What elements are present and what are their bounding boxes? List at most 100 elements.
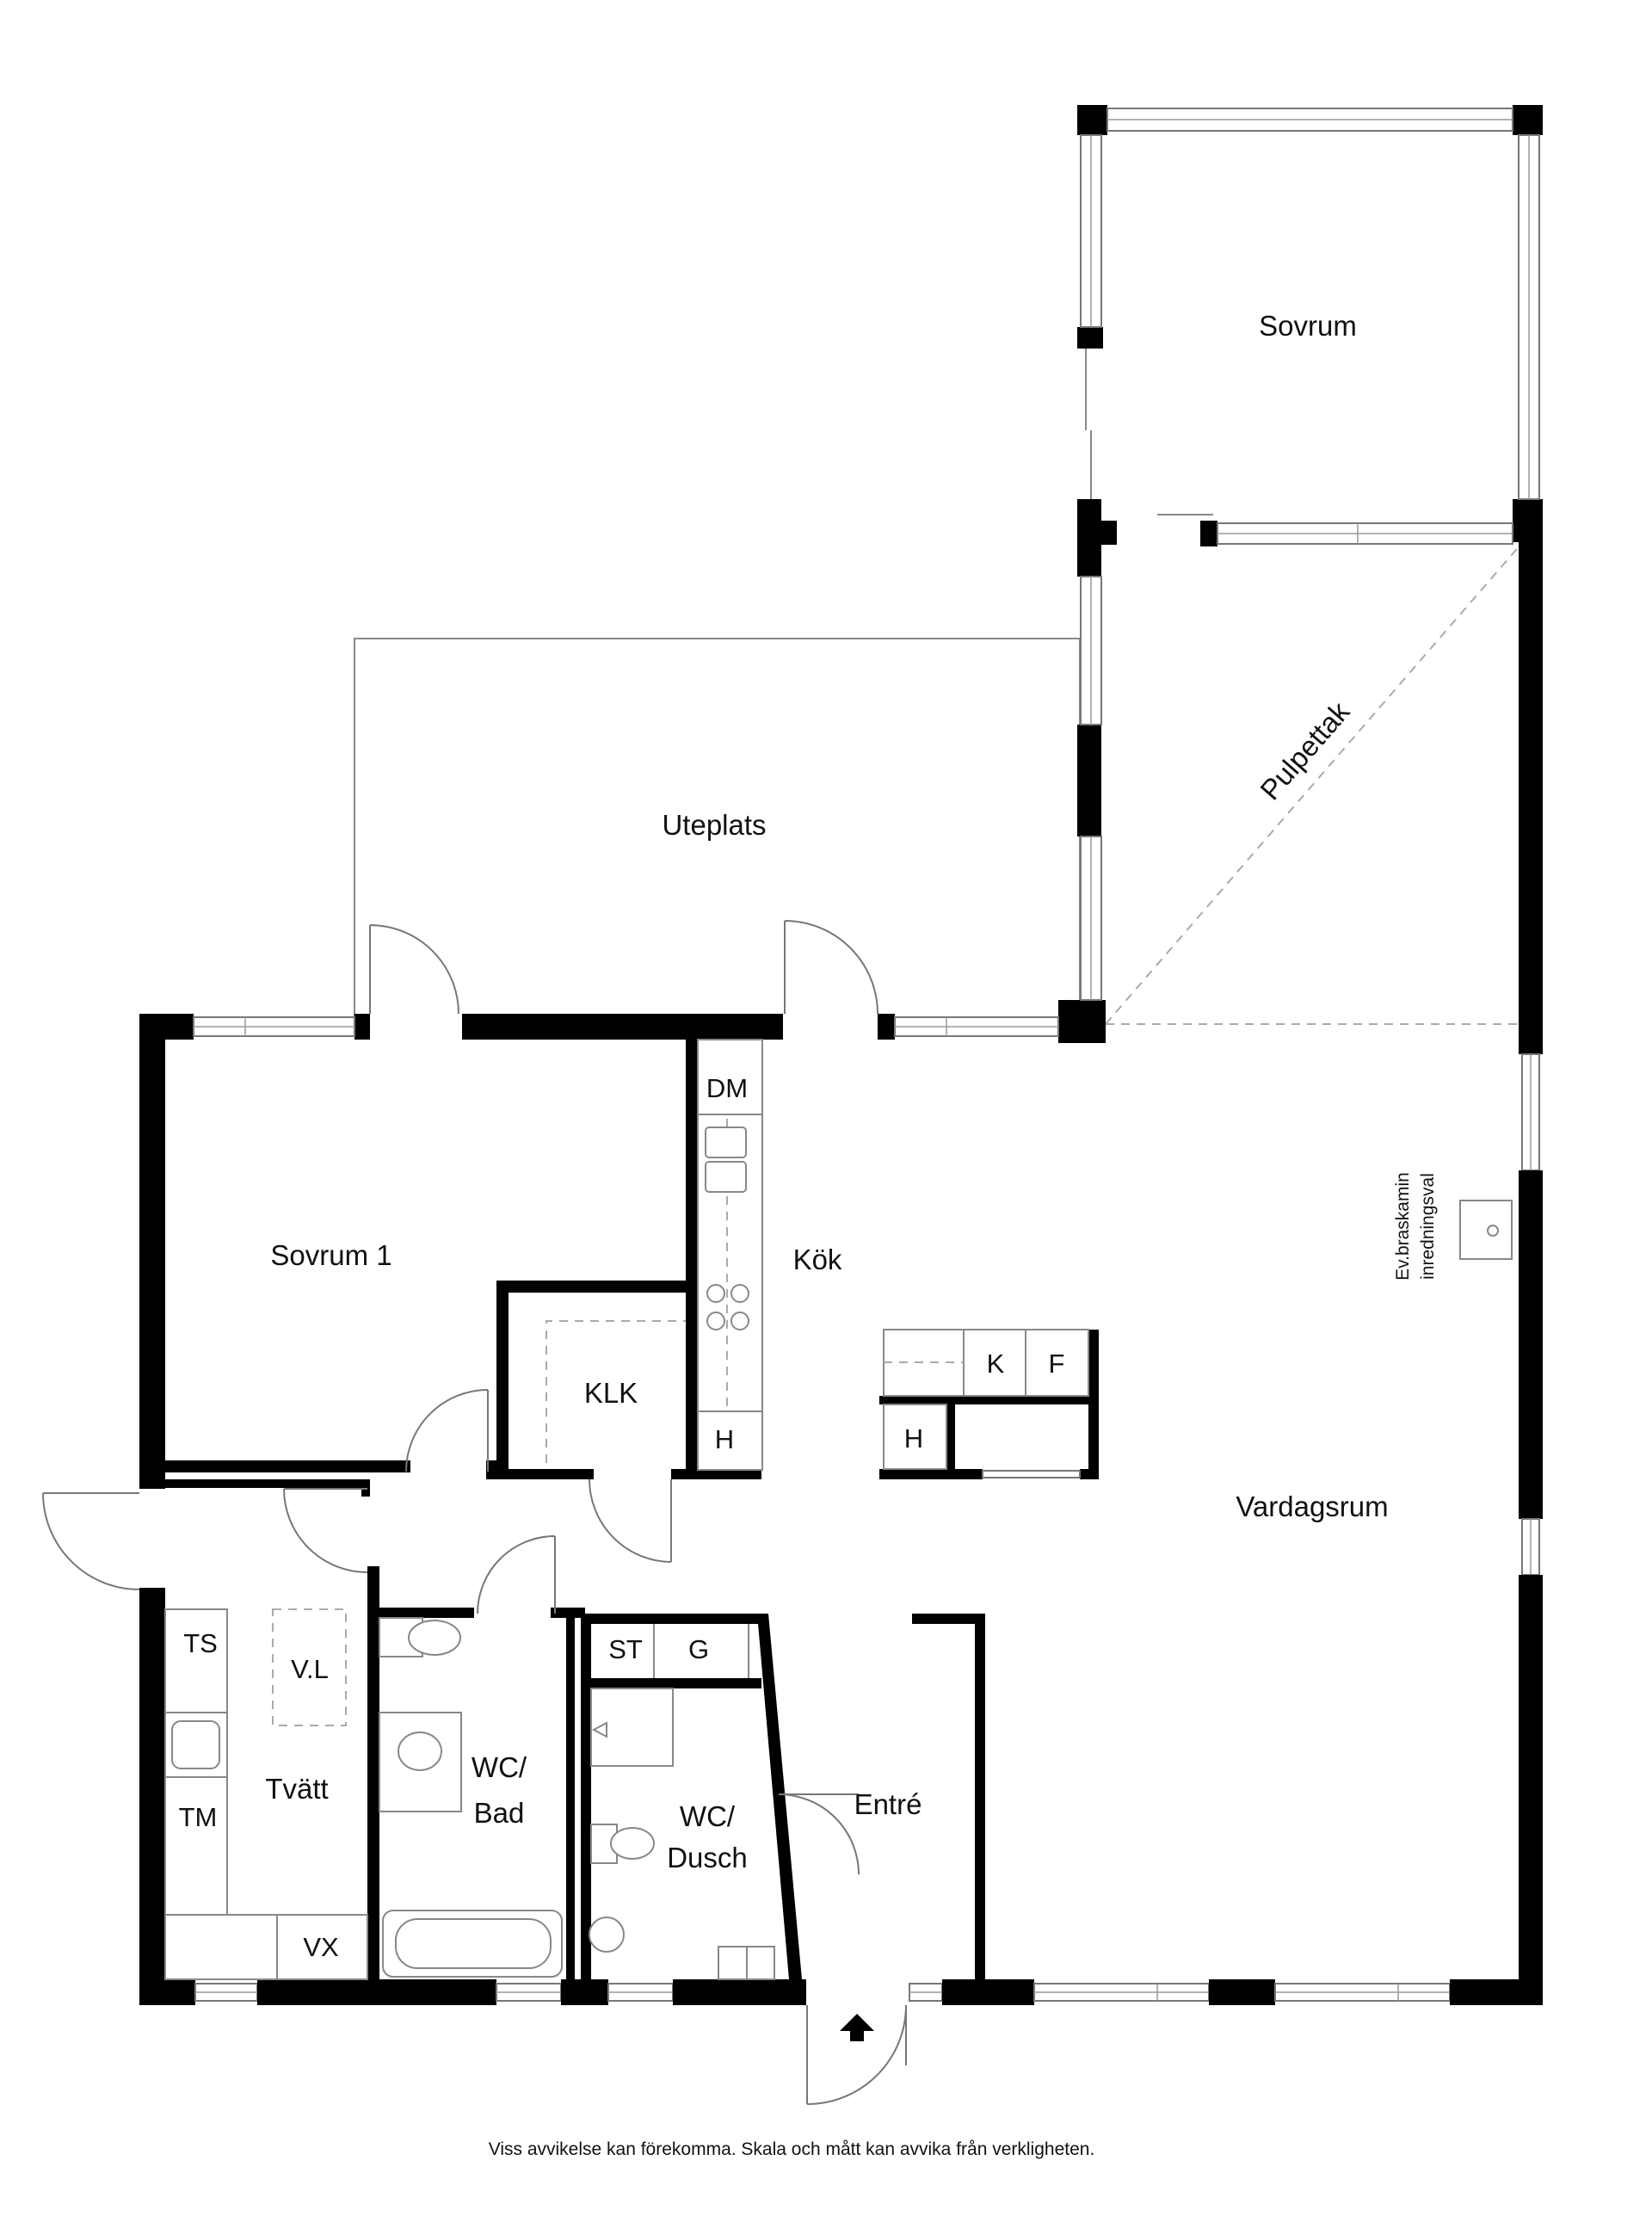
door-swing [283,1488,368,1573]
wall-segment [165,1479,367,1488]
door-swing [477,1535,556,1614]
wall-segment [496,1281,686,1293]
wall-segment [1450,1979,1543,2005]
shower-area [590,1688,674,1767]
wall-segment [879,1396,1099,1404]
wall-segment [975,1614,985,1979]
washbasin-icon [171,1720,220,1769]
wall-segment [581,1678,761,1688]
wall-segment [551,1608,585,1618]
wall-segment [496,1281,509,1472]
wall-segment [462,1014,783,1040]
fixtures [164,1039,1513,1980]
room-label-tvatt: Tvätt [265,1773,328,1805]
kitchen-counter [697,1039,763,1471]
wall-segment [1209,1979,1275,2005]
shower-drain-icon [591,1721,607,1738]
wall-segment [1077,327,1103,349]
wall-segment [566,1618,575,1984]
room-label-wc-bad-2: Bad [474,1797,525,1829]
label-f: F [1049,1349,1065,1379]
island-cabinet [883,1404,947,1470]
laundry-bottom-counter [164,1914,368,1980]
stove-burner-icon [706,1312,725,1330]
fireplace-icon [1459,1200,1513,1260]
room-label-pulpettak: Pulpettak [1254,695,1356,806]
fixture-labels: DM H K F H TS V.L TM VX ST G [179,1073,1065,1962]
label-dm: DM [706,1073,748,1103]
label-k: K [987,1349,1005,1379]
room-label-wc-bad-1: WC/ [472,1751,527,1783]
label-ts: TS [183,1628,218,1658]
wall-corner [1077,105,1107,135]
wall-segment [879,1469,983,1479]
toilet-icon [610,1827,655,1860]
wall-segment [165,1460,410,1472]
label-tm: TM [179,1802,218,1832]
wall-segment [379,1608,474,1618]
entrance-arrow-icon [840,2014,874,2041]
wall-segment [139,1014,165,1489]
wall-segment [1101,521,1117,545]
door-swing [405,1389,489,1472]
wall-corner [1058,1000,1106,1043]
room-label-vardagsrum: Vardagsrum [1236,1491,1388,1522]
room-label-sovrum-1: Sovrum 1 [270,1239,391,1271]
wall-segment [673,1979,806,2005]
wall-segment [581,1614,761,1624]
pulpettak-diagonal [1105,543,1522,1025]
wall-segment [1077,725,1101,836]
stove-burner-icon [730,1312,749,1330]
wall-segment [1519,1170,1543,1519]
wall-segment [1200,521,1217,546]
room-label-entre: Entré [854,1788,922,1820]
wall-segment [942,1979,1034,2005]
wall-segment [671,1469,761,1479]
label-h-kitchen: H [715,1424,734,1454]
wall-segment [878,1014,895,1040]
wall-segment [486,1469,594,1479]
wall-segment [1519,542,1543,1054]
wall-segment [581,1614,591,1979]
notes: Ev.braskamin inredningsval [1393,1172,1438,1281]
label-vx: VX [303,1932,339,1962]
note-braskamin-1: Ev.braskamin [1393,1172,1413,1281]
washbasin-icon [589,1917,625,1953]
wall-segment [139,1588,165,2005]
door-swing [589,1478,672,1563]
wall-segment [946,1404,955,1472]
door-swing [369,924,459,1015]
room-label-wc-dusch-2: Dusch [667,1842,748,1873]
window [982,1470,1081,1478]
room-label-klk: KLK [584,1377,638,1409]
toilet-icon [408,1620,461,1656]
room-label-sovrum: Sovrum [1259,310,1357,342]
annex-walls [1058,105,1543,1043]
doors [42,920,907,2105]
wall-segment [1519,1575,1543,2005]
wall-segment [1077,499,1101,577]
wall-segment [686,1040,698,1472]
sink-icon [705,1161,747,1193]
wall-segment [354,1014,370,1040]
disclaimer-footer: Viss avvikelse kan förekomma. Skala och … [489,2139,1095,2159]
note-braskamin-2: inredningsval [1418,1173,1438,1280]
wall-corner [1513,105,1543,135]
wall-segment [912,1614,985,1624]
washbasin-icon [398,1731,442,1771]
stove-burner-icon [730,1284,749,1303]
door-swing [784,920,878,1015]
door-swing [42,1492,140,1590]
label-st: ST [608,1634,643,1664]
label-h-island: H [904,1423,923,1454]
room-label-kok: Kök [793,1244,842,1275]
door-swing [778,1793,860,1875]
wall-segment [367,1566,379,1992]
sink-icon [705,1127,747,1158]
door-swing [806,2004,907,2105]
wall-segment [139,1979,195,2005]
main-walls [139,542,1543,2005]
room-label-wc-dusch-1: WC/ [680,1800,736,1832]
stove-burner-icon [706,1284,725,1303]
